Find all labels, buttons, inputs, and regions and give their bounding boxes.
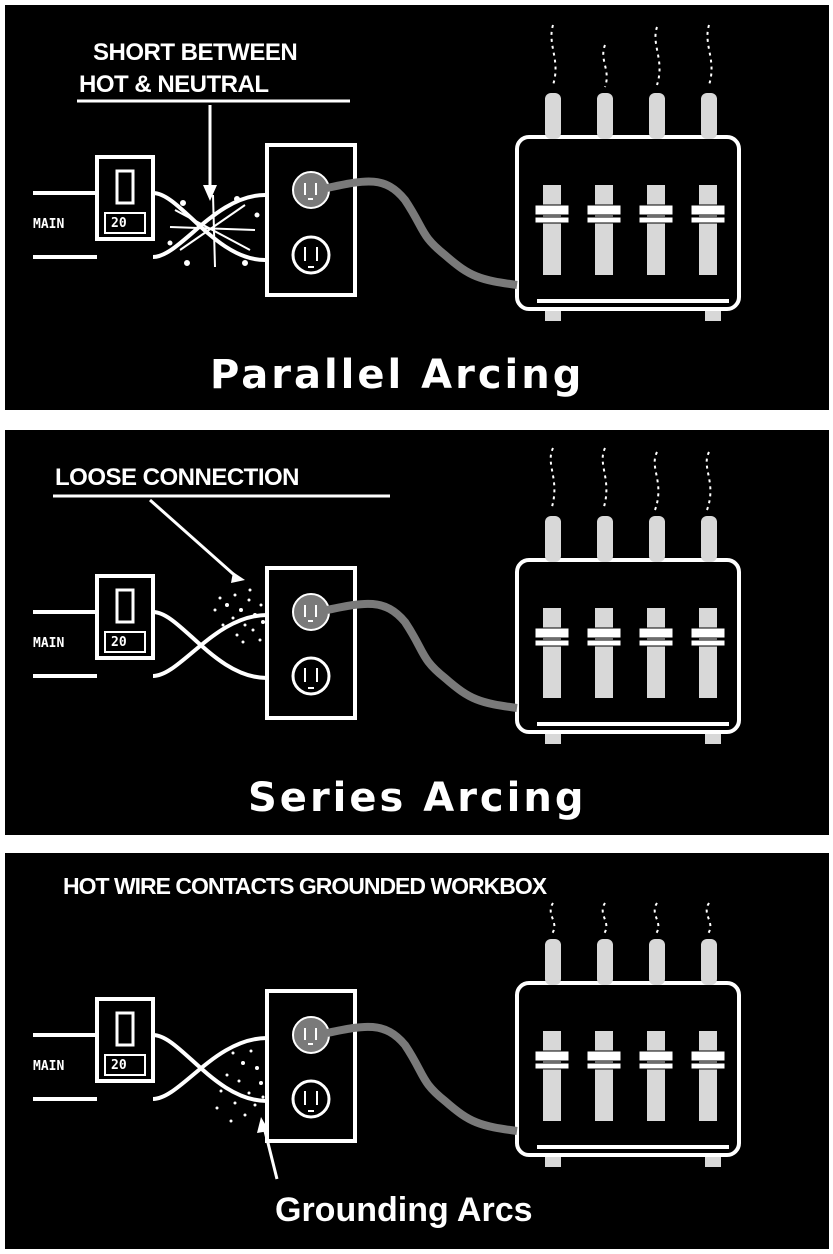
upper-receptacle (292, 1016, 330, 1054)
toaster-slots (534, 608, 726, 698)
series-arcing-diagram (33, 447, 741, 744)
lower-receptacle (291, 235, 331, 275)
toaster-body (515, 135, 741, 311)
grounding-sparks (215, 1049, 265, 1123)
annotation-line-1: LOOSE CONNECTION (55, 464, 300, 491)
breaker-box (95, 155, 155, 241)
short-spark (167, 194, 260, 268)
series-arcing-panel: LOOSE CONNECTION MAIN 20 Series Arcing (5, 430, 829, 835)
toast-slices (545, 516, 717, 562)
main-label: MAIN (33, 636, 65, 651)
outlet-box (265, 566, 357, 720)
appliance-cord (326, 599, 518, 712)
panel-title: Grounding Arcs (275, 1191, 533, 1229)
annotation-line-2: HOT & NEUTRAL (79, 71, 269, 98)
neutral-wire (33, 613, 268, 678)
annotation-arrow (149, 498, 241, 582)
breaker-box (95, 997, 155, 1083)
steam (549, 447, 712, 511)
neutral-wire (33, 193, 266, 259)
panel-title: Parallel Arcing (210, 352, 585, 398)
panel-title: Series Arcing (248, 775, 587, 821)
main-label: MAIN (33, 1059, 65, 1074)
steam (550, 24, 713, 88)
annotation-line-1: SHORT BETWEEN (93, 39, 298, 66)
grounding-arcs-diagram (33, 902, 741, 1180)
toaster-body (515, 558, 741, 734)
neutral-wire (33, 1036, 268, 1101)
toaster-slots (534, 1031, 726, 1121)
outlet-box (265, 989, 357, 1143)
main-label: MAIN (33, 217, 65, 232)
parallel-arcing-diagram (33, 24, 741, 321)
grounding-arcs-panel: HOT WIRE CONTACTS GROUNDED WORKBOX MAIN … (5, 853, 829, 1249)
toast-slices (545, 93, 717, 139)
toaster-slots (534, 185, 726, 275)
appliance-cord (326, 1022, 518, 1135)
parallel-arcing-panel: SHORT BETWEEN HOT & NEUTRAL MAIN 20 Para… (5, 5, 829, 410)
breaker-rating: 20 (111, 216, 127, 231)
breaker-rating: 20 (111, 635, 127, 650)
loose-connection-sparks (213, 588, 265, 644)
breaker-box (95, 574, 155, 660)
annotation-arrow (261, 1122, 279, 1180)
toast-slices (545, 939, 717, 985)
lower-receptacle (291, 1079, 331, 1119)
upper-receptacle (292, 593, 330, 631)
lower-receptacle (291, 656, 331, 696)
outlet-box (265, 143, 357, 297)
appliance-cord (326, 177, 518, 289)
annotation-line-1: HOT WIRE CONTACTS GROUNDED WORKBOX (63, 873, 547, 899)
breaker-rating: 20 (111, 1058, 127, 1073)
steam (549, 902, 712, 936)
upper-receptacle (292, 171, 330, 209)
toaster-body (515, 981, 741, 1157)
